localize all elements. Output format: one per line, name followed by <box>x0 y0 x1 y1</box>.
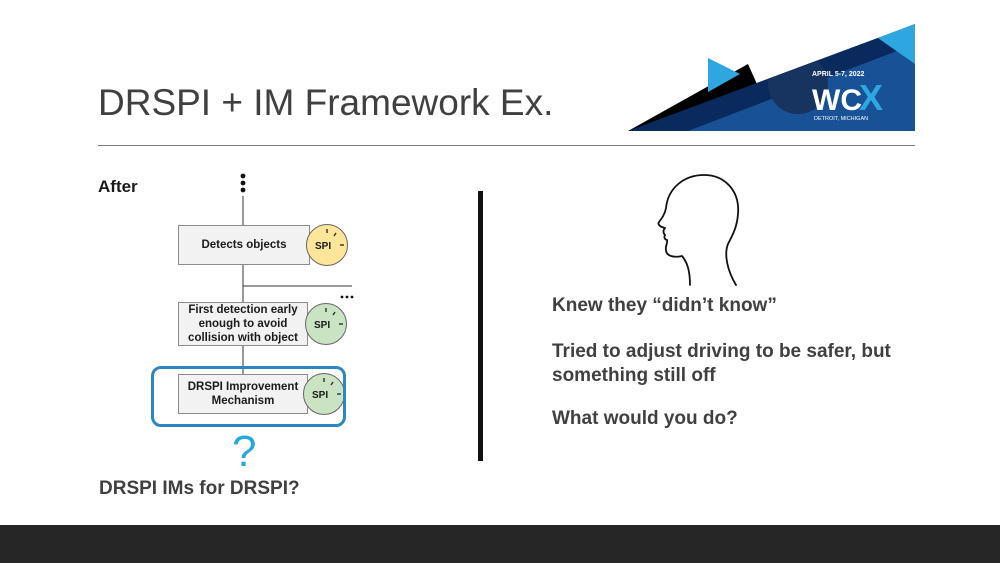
spi-gauge-tick <box>332 311 336 316</box>
ellipsis-dot <box>240 187 246 193</box>
flow-box-detects-objects: Detects objects <box>178 225 310 265</box>
spi-gauge-tick <box>330 381 334 386</box>
bullet-tried-to-adjust: Tried to adjust driving to be safer, but… <box>552 341 891 386</box>
diagram-label-after: After <box>98 177 138 196</box>
vertical-divider <box>478 191 483 461</box>
highlight-frame-improvement <box>151 366 346 427</box>
spi-gauge-label: SPI <box>314 320 330 331</box>
bullet-what-would-you-do: What would you do? <box>552 408 738 429</box>
spi-gauge-dial <box>305 303 347 345</box>
flow-box-first-detection: First detection early enough to avoid co… <box>178 302 308 346</box>
question-mark: ? <box>232 427 257 476</box>
banner-wordmark-wc: WC <box>812 84 862 117</box>
ellipsis-dot <box>240 180 246 186</box>
branch-ellipsis-dot <box>345 295 349 299</box>
banner-wordmark-x: X <box>859 77 883 118</box>
title-divider <box>98 145 915 146</box>
branch-ellipsis-dot <box>340 295 344 299</box>
spi-gauge-tick <box>333 232 337 237</box>
branch-ellipsis-dot <box>350 295 354 299</box>
diagram-caption: DRSPI IMs for DRSPI? <box>99 478 300 499</box>
bullet-knew-they-didnt-know: Knew they “didn’t know” <box>552 295 777 316</box>
ellipsis-dot <box>240 173 246 179</box>
flow-box-text: Detects objects <box>201 239 287 251</box>
flow-box-text: DRSPI Improvement Mechanism <box>187 381 299 407</box>
banner-location: DETROIT, MICHIGAN <box>814 116 868 122</box>
banner-cyan-arrow <box>708 58 740 92</box>
spi-gauge-label: SPI <box>315 241 331 252</box>
spi-gauge: SPI <box>305 303 347 345</box>
human-head-outline-icon <box>657 174 739 286</box>
wcx-banner: APRIL 5-7, 2022 WC X DETROIT, MICHIGAN <box>628 24 915 131</box>
slide-title: DRSPI + IM Framework Ex. <box>98 82 554 123</box>
footer-bar <box>0 525 1000 563</box>
spi-gauge: SPI <box>306 224 348 266</box>
spi-gauge: SPI <box>303 373 345 415</box>
flow-box-text: First detection early enough to avoid co… <box>188 304 298 344</box>
spi-gauge-label: SPI <box>312 390 328 401</box>
spi-gauge-dial <box>306 224 348 266</box>
banner-date: APRIL 5-7, 2022 <box>812 71 865 78</box>
